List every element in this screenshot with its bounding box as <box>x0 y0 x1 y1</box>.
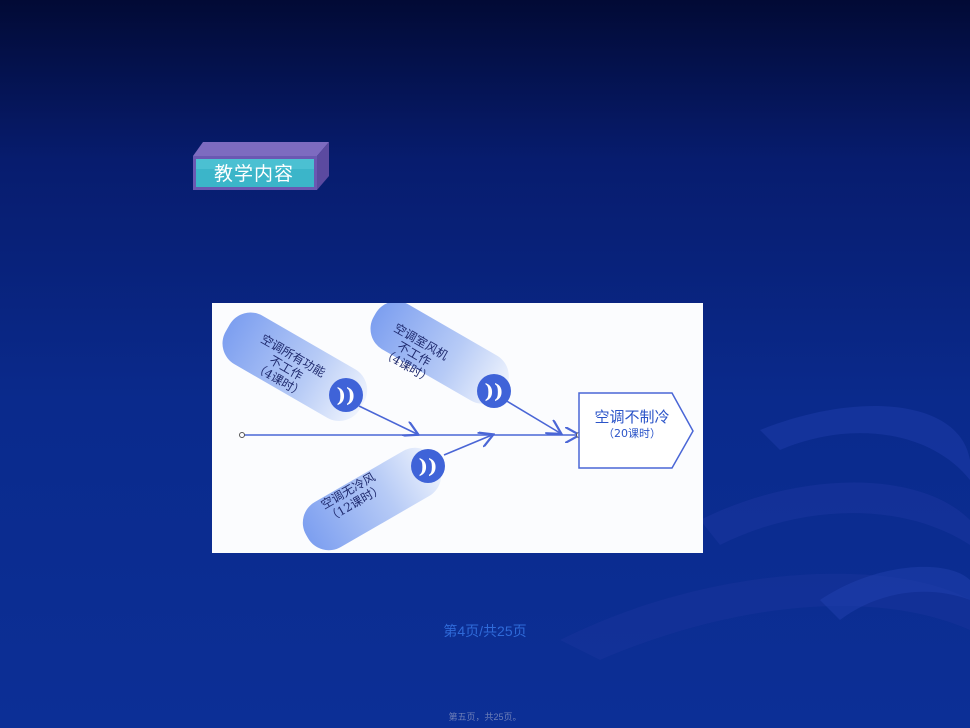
cause-bubble-2 <box>370 303 509 404</box>
section-header: 教学内容 <box>193 142 331 190</box>
cause-arrow-2 <box>504 399 560 433</box>
cause-badge-1 <box>329 378 363 412</box>
cause-bubble-3 <box>302 447 442 551</box>
effect-label: 空调不制冷 （20课时） <box>582 407 682 441</box>
effect-box <box>578 392 694 469</box>
page-indicator: 第4页/共25页 <box>443 623 527 639</box>
cause-arrow-1 <box>358 405 417 434</box>
svg-text:)): )) <box>419 454 438 478</box>
effect-title: 空调不制冷 <box>594 408 670 426</box>
spine-start-node <box>239 432 245 438</box>
cause-arrow-3 <box>443 435 492 456</box>
cause-badge-3 <box>411 449 445 483</box>
effect-subtitle: （20课时） <box>603 427 661 440</box>
svg-text:)): )) <box>337 383 356 407</box>
fishbone-diagram: )) )) )) 空调所有功能 不工作 （4课时） 空调室风机 不工作 （4课时… <box>212 303 703 553</box>
section-title: 教学内容 <box>213 163 294 185</box>
cause-badge-2 <box>477 374 511 408</box>
page-footnote: 第五页，共25页。 <box>448 712 522 722</box>
svg-text:)): )) <box>485 379 504 403</box>
